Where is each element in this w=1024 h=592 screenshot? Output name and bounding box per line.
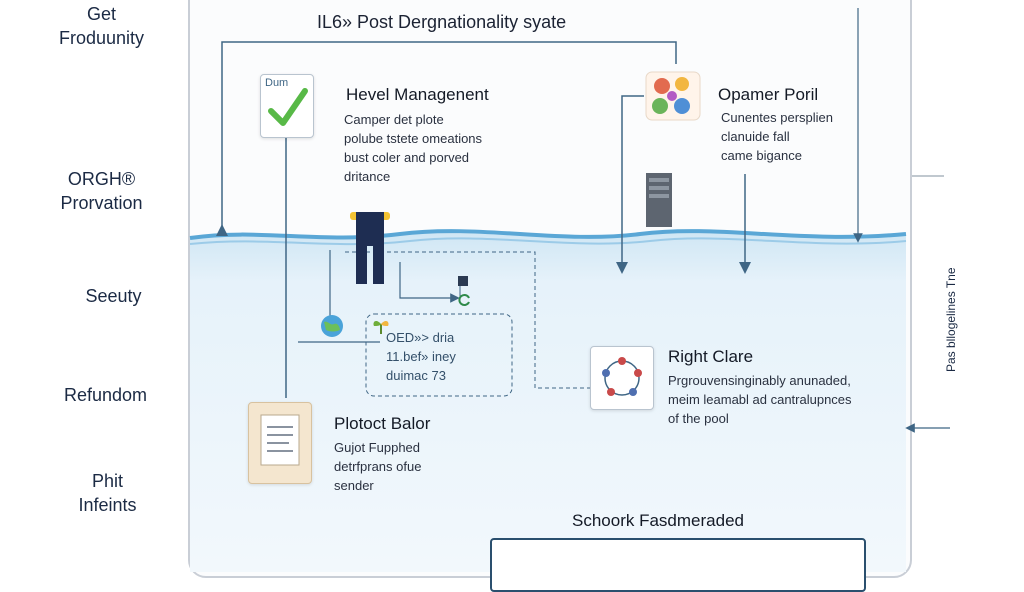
level-management-heading: Hevel Managenent xyxy=(346,85,489,104)
footer-box xyxy=(490,538,866,592)
right-clare-text: Prgrouvensinginably anunaded, meim leama… xyxy=(668,373,852,426)
sidebar-item-orgh-prorvation[interactable]: ORGH® Prorvation xyxy=(14,167,189,215)
sidebar-item-refundom[interactable]: Refundom xyxy=(18,383,193,407)
device-icon xyxy=(458,276,468,286)
plant-icon xyxy=(373,320,389,334)
globe-icon xyxy=(321,315,343,337)
right-vertical-label: Pas bllogelines Tne xyxy=(944,267,958,372)
checklist-icon-label: Dum xyxy=(265,77,289,89)
sidebar-item-label: ORGH® xyxy=(67,169,136,189)
sidebar-item-label: Seeuty xyxy=(85,286,142,306)
document-icon xyxy=(248,402,312,484)
sidebar-item-label: Get xyxy=(86,4,116,24)
refresh-icon xyxy=(458,294,470,306)
sidebar-item-label: Refundom xyxy=(63,385,148,405)
diagram-title: IL6» Post Dergnationality syate xyxy=(317,12,567,32)
sidebar-item-label: Froduunity xyxy=(58,28,145,48)
sidebar-item-label: Infeints xyxy=(78,495,137,515)
sidebar-item-seeuty[interactable]: Seeuty xyxy=(26,284,201,308)
footer-heading: Schoork Fasdmeraded xyxy=(572,511,744,530)
opamer-heading: Opamer Poril xyxy=(718,85,819,104)
checklist-icon: Dum xyxy=(260,74,314,138)
sidebar-item-get-froduunity[interactable]: Get Froduunity xyxy=(14,2,189,50)
level-management-text: Camper det plote polube tstete omeations… xyxy=(344,112,483,184)
cycle-diagram-icon xyxy=(590,346,654,410)
water-surface xyxy=(189,229,907,240)
server-icon xyxy=(646,173,672,227)
mid-box-text: OED»> dria 11.bef» iney duimac 73 xyxy=(386,330,456,383)
opamer-text: Cunentes persplien clanuide fall came bi… xyxy=(721,110,834,163)
protect-heading: Plotoct Balor xyxy=(334,414,431,433)
sidebar-item-label: Prorvation xyxy=(60,193,143,213)
network-cluster-icon xyxy=(645,71,701,121)
protect-text: Gujot Fupphed detrfprans ofue sender xyxy=(334,440,422,493)
sidebar-item-label: Phit xyxy=(91,471,124,491)
sidebar-item-phit-infeints[interactable]: Phit Infeints xyxy=(20,469,195,517)
mid-dashed-box xyxy=(365,313,513,397)
right-clare-heading: Right Clare xyxy=(668,347,754,366)
person-icon xyxy=(350,212,390,284)
diagram-connectors xyxy=(189,8,950,572)
